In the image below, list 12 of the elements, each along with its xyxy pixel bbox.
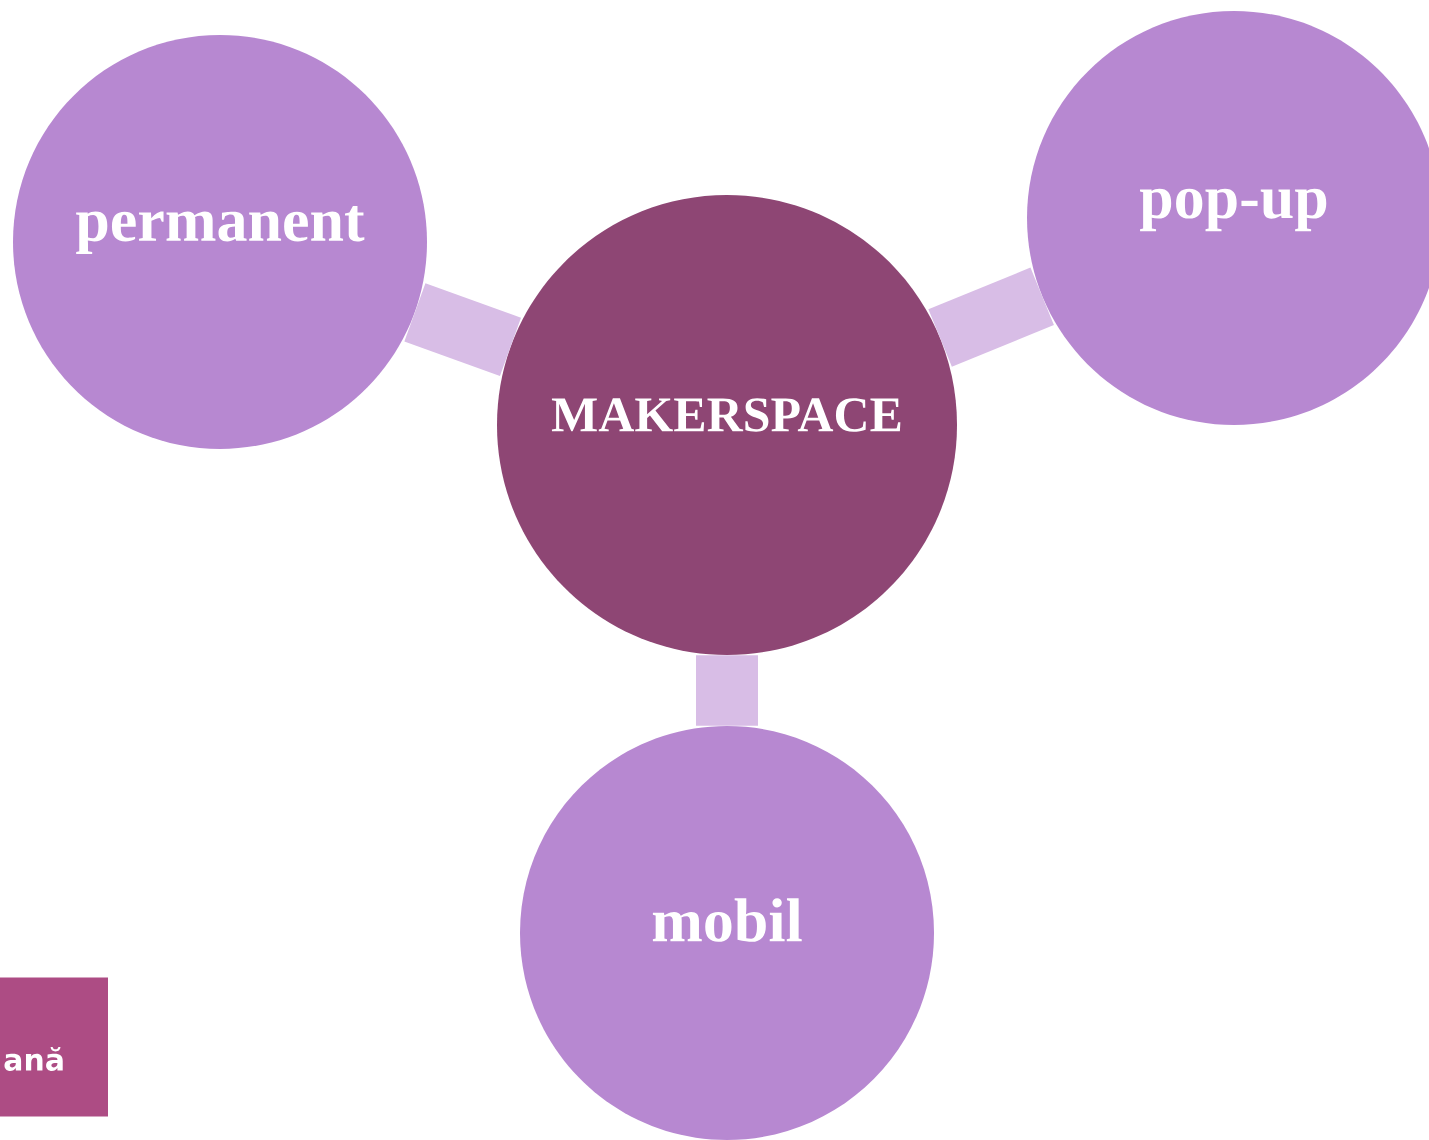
node-label: MAKERSPACE <box>551 398 901 432</box>
label-box <box>0 977 108 1117</box>
category-circle <box>520 726 934 1140</box>
connector-bar <box>404 283 522 376</box>
node-label: pop-up <box>1140 188 1327 232</box>
node-label: permanent <box>76 205 365 255</box>
category-circle <box>13 35 427 449</box>
node-label: ană <box>4 1047 63 1071</box>
connector-bar <box>696 655 758 726</box>
category-circle <box>497 195 957 655</box>
node-label: mobil <box>652 898 802 942</box>
connector-bar <box>928 267 1054 367</box>
